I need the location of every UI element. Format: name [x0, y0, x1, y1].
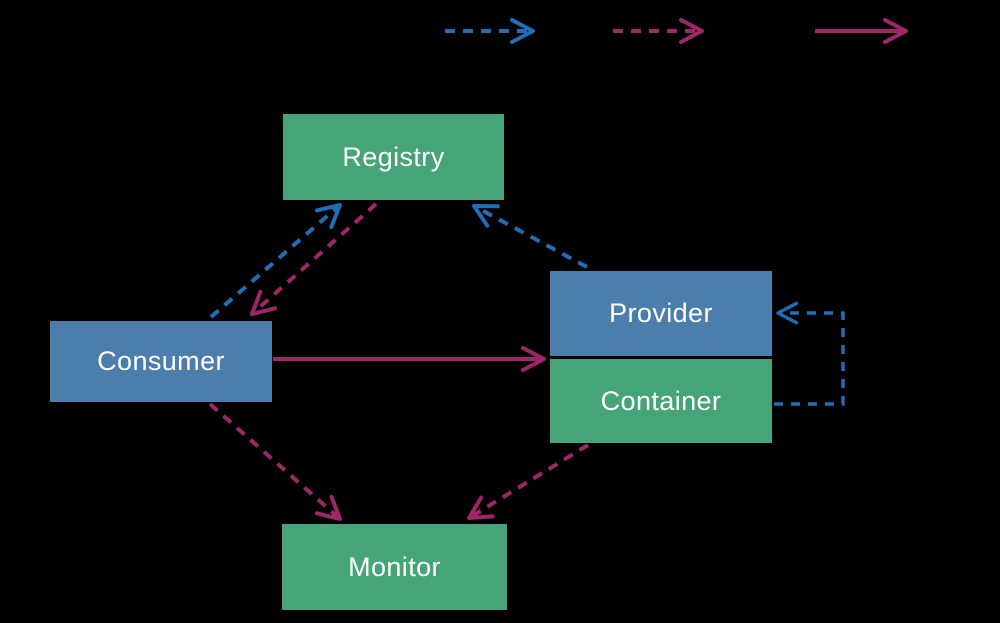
edge-container-to-provider-start-loop [774, 301, 845, 406]
edge-consumer-to-registry [209, 203, 342, 319]
edge-provider-to-registry [472, 204, 588, 269]
edges [208, 202, 845, 521]
node-consumer: Consumer [50, 321, 272, 402]
node-container: Container [550, 359, 772, 443]
edge-consumer-to-monitor [208, 402, 342, 521]
node-provider-label: Provider [609, 298, 713, 328]
node-registry: Registry [283, 114, 504, 200]
node-monitor: Monitor [282, 524, 507, 610]
node-monitor-label: Monitor [348, 551, 441, 582]
node-container-label: Container [600, 385, 722, 416]
node-provider: Provider [550, 271, 772, 356]
edge-registry-to-consumer [250, 202, 378, 316]
edge-container-to-monitor [467, 443, 590, 520]
node-registry-label: Registry [342, 141, 445, 172]
node-consumer-label: Consumer [97, 346, 225, 376]
